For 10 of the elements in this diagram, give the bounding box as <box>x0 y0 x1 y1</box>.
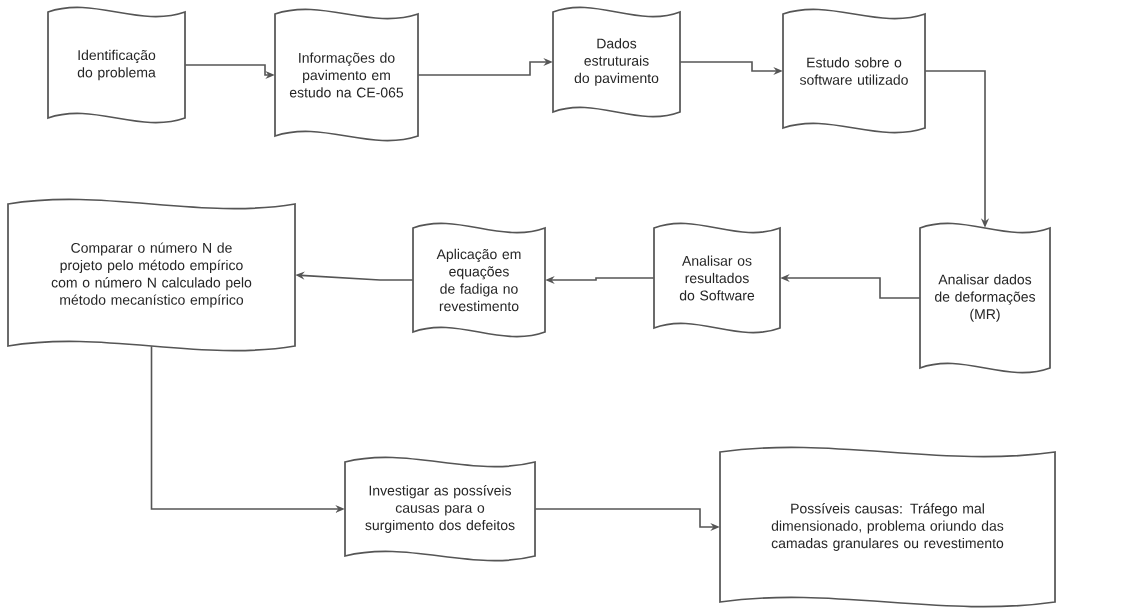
document-box: Estudo sobre o software utilizado <box>782 8 926 134</box>
document-box: Comparar o número N de projeto pelo método empírico com o número N calculado pelo método mecanístico empírico <box>7 198 296 352</box>
document-box: Analisar os resultados do Software <box>653 222 781 334</box>
document-box: Possíveis causas: Tráfego mal dimensionado, problema oriundo das camadas granulares ou revestimento <box>719 446 1056 608</box>
document-box: Identificação do problema <box>47 6 186 124</box>
document-box: Analisar dados de deformações (MR) <box>919 222 1051 374</box>
document-box: Dados estruturais do pavimento <box>552 6 681 118</box>
document-box: Informações do pavimento em estudo na CE-065 <box>274 8 419 142</box>
document-box: Aplicação em equações de fadiga no revestimento <box>412 222 546 338</box>
document-box: Investigar as possíveis causas para o surgimento dos defeitos <box>344 456 536 562</box>
